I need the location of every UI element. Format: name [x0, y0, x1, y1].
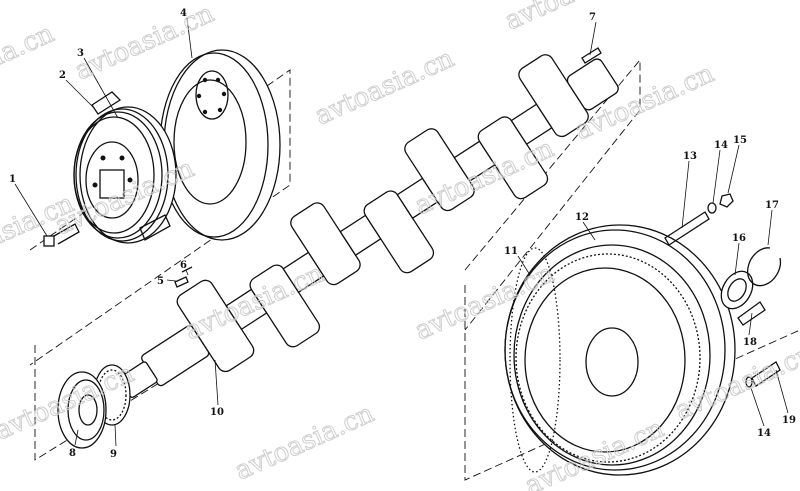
crankshaft [118, 54, 619, 398]
callout-15: 15 [733, 135, 747, 146]
callout-19: 19 [782, 415, 796, 426]
timing-gears [57, 364, 131, 449]
callout-7: 7 [589, 12, 596, 23]
pin [181, 266, 193, 273]
flywheel [504, 224, 736, 476]
washer [745, 376, 753, 388]
bearing [720, 270, 754, 310]
callout-9: 9 [110, 449, 117, 460]
callout-5: 5 [157, 276, 164, 287]
callout-14-upper: 14 [714, 140, 728, 151]
watermark: avtoasia.cn [0, 18, 59, 106]
key [174, 276, 189, 288]
callout-14-lower: 14 [757, 428, 771, 439]
bolt [751, 361, 781, 387]
callout-13: 13 [683, 151, 697, 162]
watermark: avtoasia.cn [501, 0, 649, 36]
leader-lines [14, 17, 789, 447]
callout-1: 1 [9, 174, 16, 185]
vibration-damper [159, 49, 281, 241]
callout-3: 3 [77, 48, 84, 59]
nut [719, 193, 734, 208]
rear-assembly-box [464, 58, 641, 331]
dowel-pin [581, 47, 602, 64]
callout-18: 18 [743, 337, 757, 348]
callout-16: 16 [732, 233, 746, 244]
callout-17: 17 [765, 200, 779, 211]
pulley-bolt [43, 223, 80, 247]
callout-6: 6 [180, 260, 187, 271]
watermark: avtoasia.cn [231, 398, 379, 486]
callouts: 1 2 3 4 5 6 7 8 9 10 11 12 13 14 15 16 1… [9, 8, 796, 460]
snap-ring [747, 247, 782, 287]
crank-assembly-box [34, 345, 181, 461]
callout-12: 12 [575, 212, 589, 223]
stud [664, 211, 710, 246]
watermark: avtoasia.cn [311, 43, 459, 131]
bolt [737, 301, 766, 326]
crankshaft-pulley [73, 91, 177, 244]
callout-10: 10 [210, 407, 224, 418]
callout-2: 2 [59, 70, 66, 81]
washer [707, 202, 717, 214]
callout-8: 8 [69, 448, 76, 459]
callout-11: 11 [504, 246, 518, 257]
callout-4: 4 [180, 8, 187, 19]
